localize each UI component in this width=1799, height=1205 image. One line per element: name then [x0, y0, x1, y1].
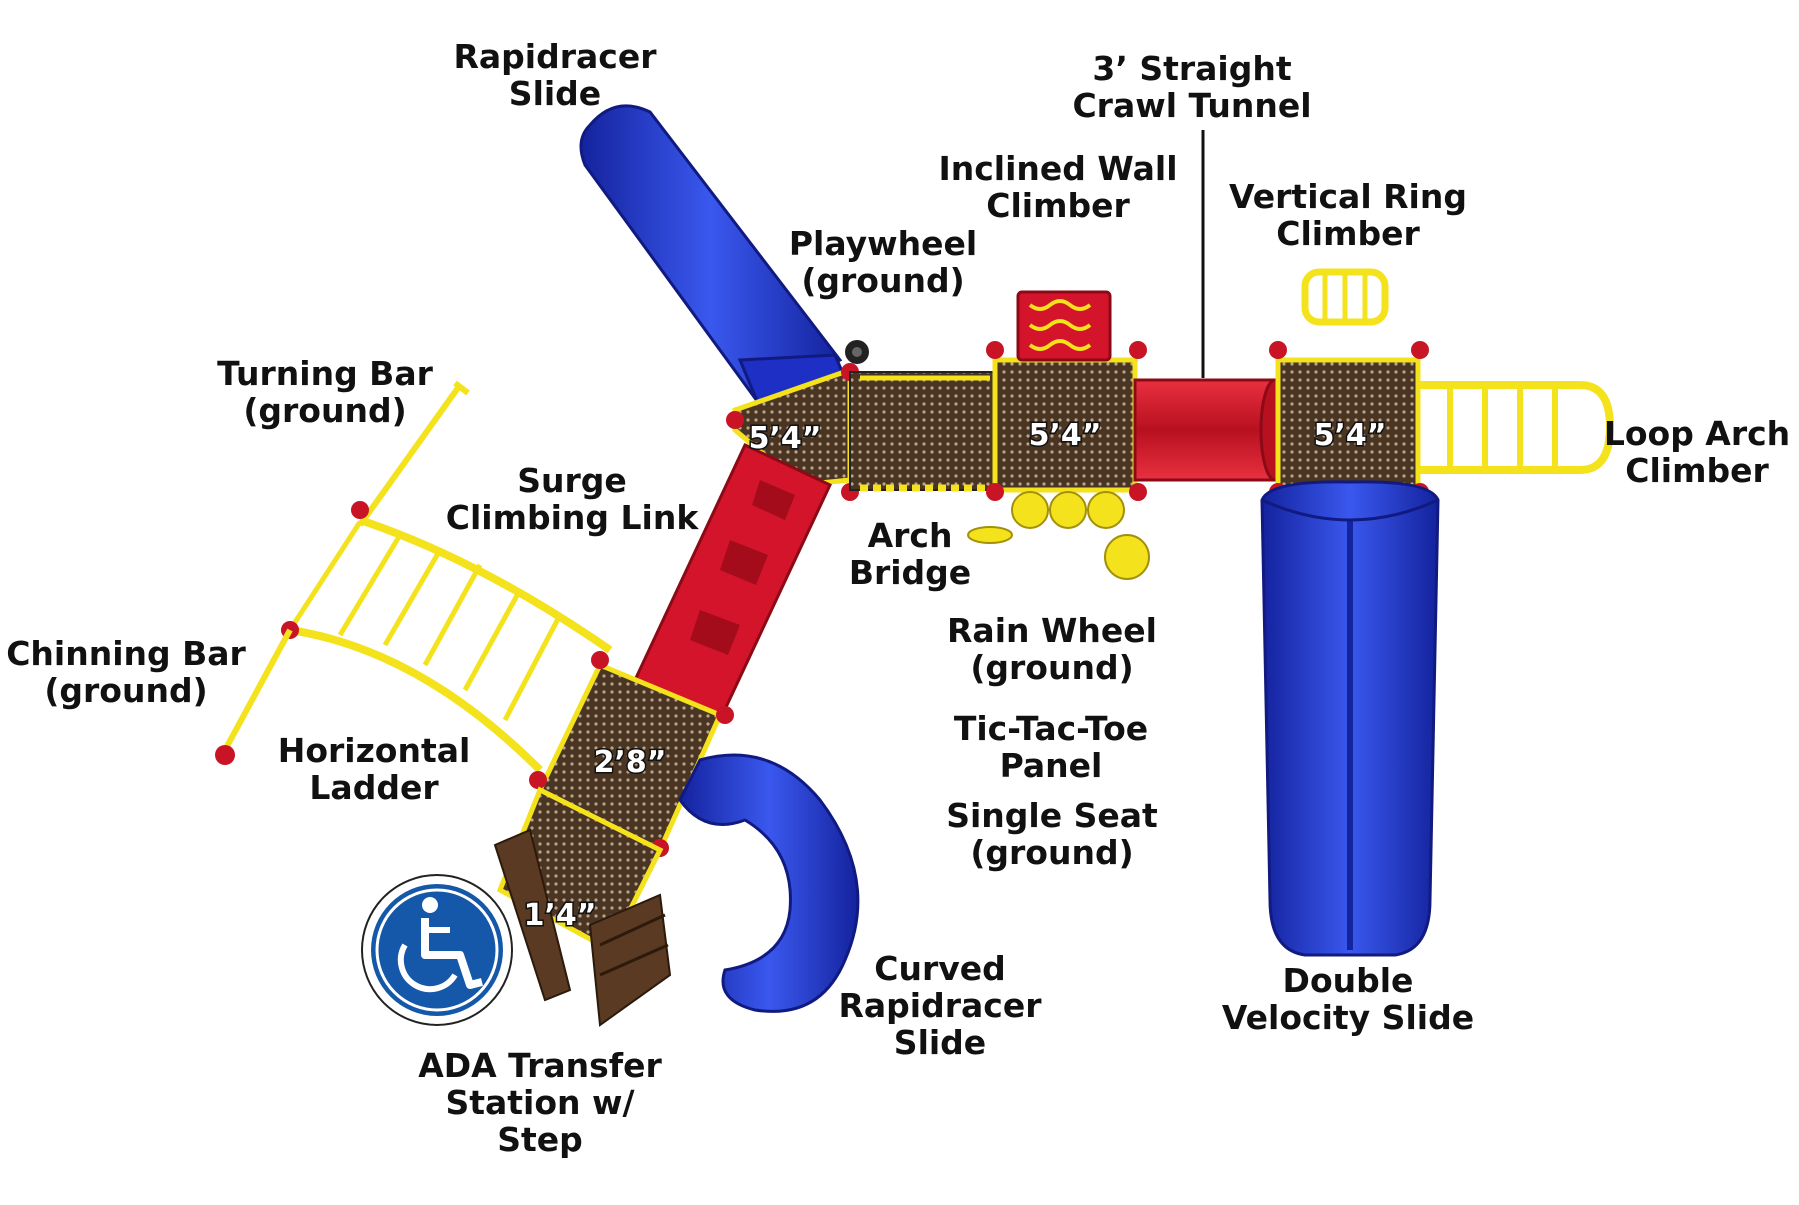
horizontal-ladder	[281, 501, 613, 773]
tic-tac-toe-panel	[1011, 491, 1125, 529]
deck-height-2: 5’4”	[1029, 418, 1102, 453]
playwheel	[845, 340, 869, 364]
wheelchair-icon	[361, 874, 513, 1026]
label-rain-wheel: Rain Wheel(ground)	[947, 611, 1157, 687]
ada-transfer-station	[493, 786, 672, 1027]
label-chinning-bar: Chinning Bar(ground)	[6, 634, 246, 710]
crawl-tunnel	[1133, 130, 1291, 482]
label-single-seat: Single Seat(ground)	[946, 796, 1158, 872]
deck-3	[1269, 341, 1429, 501]
vertical-ring-climber	[1301, 268, 1389, 326]
label-playwheel: Playwheel(ground)	[788, 224, 978, 300]
deck-height-3: 5’4”	[1314, 418, 1387, 453]
arch-bridge	[849, 371, 996, 492]
loop-arch-climber	[1420, 381, 1615, 474]
deck-height-4: 2’8”	[594, 745, 667, 780]
label-turning-bar: Turning Bar(ground)	[217, 354, 433, 430]
chinning-bar	[215, 628, 293, 765]
single-seat	[967, 526, 1013, 544]
turning-bar	[357, 380, 470, 527]
inclined-wall-climber	[1016, 290, 1112, 362]
double-velocity-slide	[1260, 480, 1440, 957]
curved-rapidracer-slide	[678, 753, 860, 1013]
deck-height-1: 5’4”	[749, 421, 822, 456]
rain-wheel	[1104, 534, 1150, 580]
deck-height-5: 1’4”	[524, 898, 597, 933]
